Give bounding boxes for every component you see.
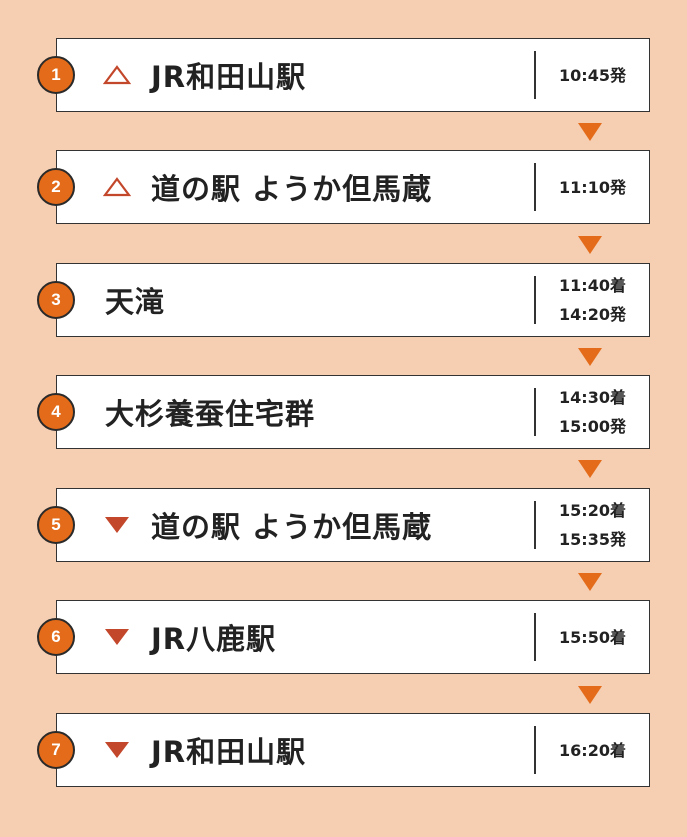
time-arrival: 11:40着 (559, 276, 626, 295)
stop-card: 1 JR和田山駅 10:45発 (37, 38, 650, 112)
time-arrival: 14:30着 (559, 388, 626, 407)
stop-times: 15:20着 15:35発 (536, 489, 649, 561)
stop-times: 11:40着 14:20発 (536, 264, 649, 336)
stop-name: JR八鹿駅 (151, 622, 277, 656)
divider (534, 726, 536, 774)
stop-times: 16:20着 (536, 714, 649, 786)
down-arrow-icon (578, 236, 602, 254)
time-departure: 11:10発 (559, 177, 626, 197)
stop-times: 15:50着 (536, 601, 649, 673)
down-arrow-icon (578, 573, 602, 591)
filled-triangle-down-icon (105, 517, 129, 533)
stop-name: 道の駅 ようか但馬蔵 (151, 510, 433, 544)
stop-name: 大杉養蚕住宅群 (105, 397, 316, 431)
time-arrival: 16:20着 (559, 740, 626, 760)
stop-card: 7 JR和田山駅 16:20着 (37, 713, 650, 787)
divider (534, 613, 536, 661)
stop-card: 2 道の駅 ようか但馬蔵 11:10発 (37, 150, 650, 224)
divider (534, 51, 536, 99)
divider (534, 388, 536, 436)
stop-times: 11:10発 (536, 151, 649, 223)
down-arrow-icon (578, 348, 602, 366)
time-departure: 14:20発 (559, 305, 626, 324)
time-departure: 15:35発 (559, 530, 626, 549)
stop-name: 道の駅 ようか但馬蔵 (151, 172, 433, 206)
stop-number-badge: 2 (37, 168, 75, 206)
stop-number-badge: 3 (37, 281, 75, 319)
down-arrow-icon (578, 460, 602, 478)
down-arrow-icon (578, 686, 602, 704)
stop-number-badge: 7 (37, 731, 75, 769)
divider (534, 163, 536, 211)
stop-card: 6 JR八鹿駅 15:50着 (37, 600, 650, 674)
stop-card: 4 大杉養蚕住宅群 14:30着 15:00発 (37, 375, 650, 449)
filled-triangle-down-icon (105, 742, 129, 758)
outline-triangle-up-icon (103, 177, 131, 197)
divider (534, 276, 536, 324)
stop-number-badge: 5 (37, 506, 75, 544)
time-departure: 10:45発 (559, 65, 626, 85)
stop-card: 3 天滝 11:40着 14:20発 (37, 263, 650, 337)
time-arrival: 15:50着 (559, 627, 626, 647)
stop-card: 5 道の駅 ようか但馬蔵 15:20着 15:35発 (37, 488, 650, 562)
stop-number-badge: 4 (37, 393, 75, 431)
stop-name: JR和田山駅 (151, 735, 307, 769)
stop-name: 天滝 (105, 285, 166, 319)
time-departure: 15:00発 (559, 417, 626, 436)
stop-number-badge: 6 (37, 618, 75, 656)
stop-number-badge: 1 (37, 56, 75, 94)
stop-name: JR和田山駅 (151, 60, 307, 94)
outline-triangle-up-icon (103, 65, 131, 85)
filled-triangle-down-icon (105, 629, 129, 645)
stop-times: 14:30着 15:00発 (536, 376, 649, 448)
down-arrow-icon (578, 123, 602, 141)
stop-times: 10:45発 (536, 39, 649, 111)
time-arrival: 15:20着 (559, 501, 626, 520)
divider (534, 501, 536, 549)
